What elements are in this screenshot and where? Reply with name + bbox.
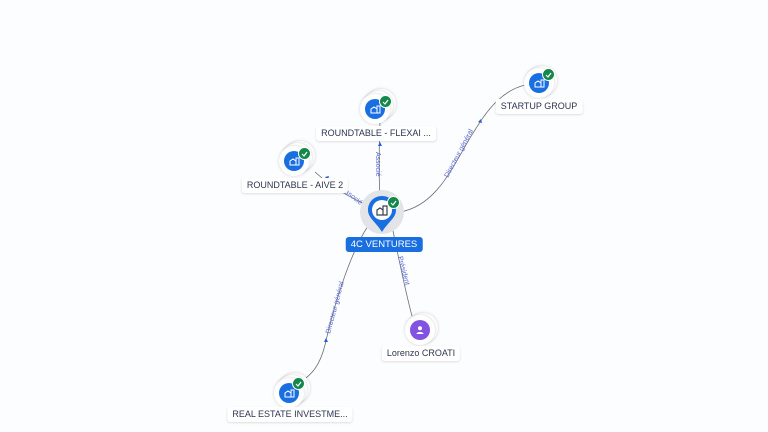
node-label[interactable]: REAL ESTATE INVESTME... xyxy=(227,407,353,422)
edge-arrow-icon xyxy=(324,338,328,342)
edge-label: Directeur général xyxy=(325,280,346,334)
verified-check-icon xyxy=(387,196,400,209)
building-icon xyxy=(376,205,388,216)
edge-arrow-icon xyxy=(478,119,482,123)
node-label[interactable]: ROUNDTABLE - FLEXAI ... xyxy=(316,126,436,141)
node-label[interactable]: Lorenzo CROATI xyxy=(381,346,461,361)
node-label[interactable]: STARTUP GROUP xyxy=(495,99,583,114)
verified-check-icon xyxy=(542,68,555,81)
edge-label: Président xyxy=(396,256,410,286)
edge-label: Directeur général xyxy=(444,128,476,179)
verified-check-icon xyxy=(379,95,392,108)
node-label[interactable]: ROUNDTABLE - AIVE 2 xyxy=(241,178,349,193)
edge-arrow-icon xyxy=(378,142,382,146)
edge-label: Associé xyxy=(374,152,381,177)
center-node-label[interactable]: 4C VENTURES xyxy=(345,237,423,252)
verified-check-icon xyxy=(292,377,305,390)
verified-check-icon xyxy=(298,147,311,160)
person-icon xyxy=(410,320,430,340)
